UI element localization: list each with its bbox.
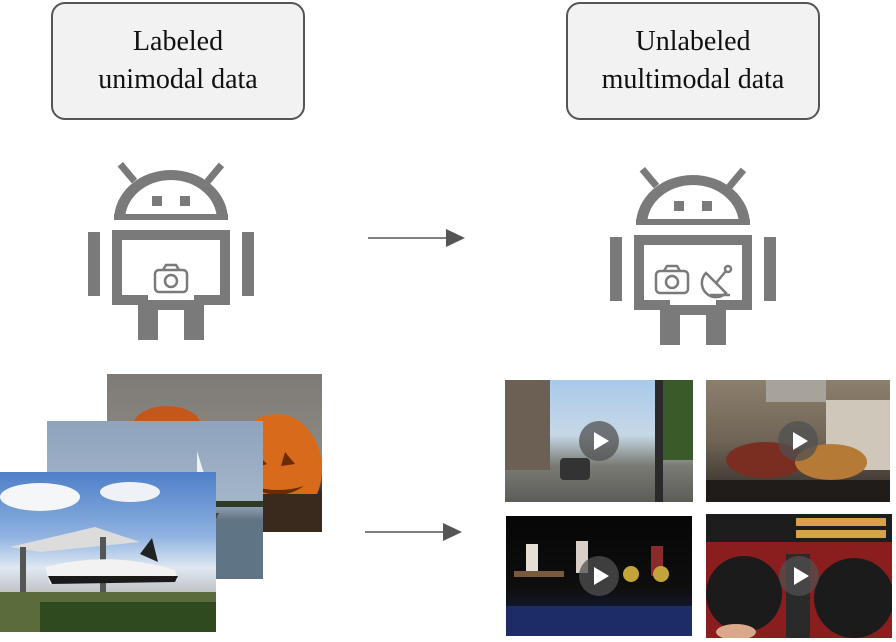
right-box-line1: Unlabeled bbox=[635, 26, 751, 57]
play-icon[interactable] bbox=[779, 556, 819, 596]
satellite-dish-icon bbox=[700, 264, 733, 299]
play-icon[interactable] bbox=[579, 556, 619, 596]
camera-icon bbox=[654, 264, 690, 295]
right-box-line2: multimodal data bbox=[601, 64, 785, 95]
play-icon[interactable] bbox=[579, 421, 619, 461]
camera-icon bbox=[153, 263, 189, 294]
video-thumbnail-cooking[interactable] bbox=[706, 380, 890, 502]
video-thumbnail-band[interactable] bbox=[506, 516, 692, 636]
space-shuttle-photo bbox=[0, 472, 216, 632]
video-thumbnail-street[interactable] bbox=[505, 380, 693, 502]
arrow-top bbox=[368, 229, 465, 247]
labeled-unimodal-data-box: Labeled unimodal data bbox=[51, 2, 305, 120]
left-box-line1: Labeled bbox=[132, 26, 224, 57]
unlabeled-multimodal-data-box: Unlabeled multimodal data bbox=[566, 2, 820, 120]
video-thumbnail-dj[interactable] bbox=[706, 514, 892, 638]
left-box-line2: unimodal data bbox=[98, 64, 258, 95]
play-icon[interactable] bbox=[778, 421, 818, 461]
android-robot-icon bbox=[610, 167, 776, 345]
arrow-bottom bbox=[365, 523, 462, 541]
android-robot-icon bbox=[88, 162, 254, 340]
